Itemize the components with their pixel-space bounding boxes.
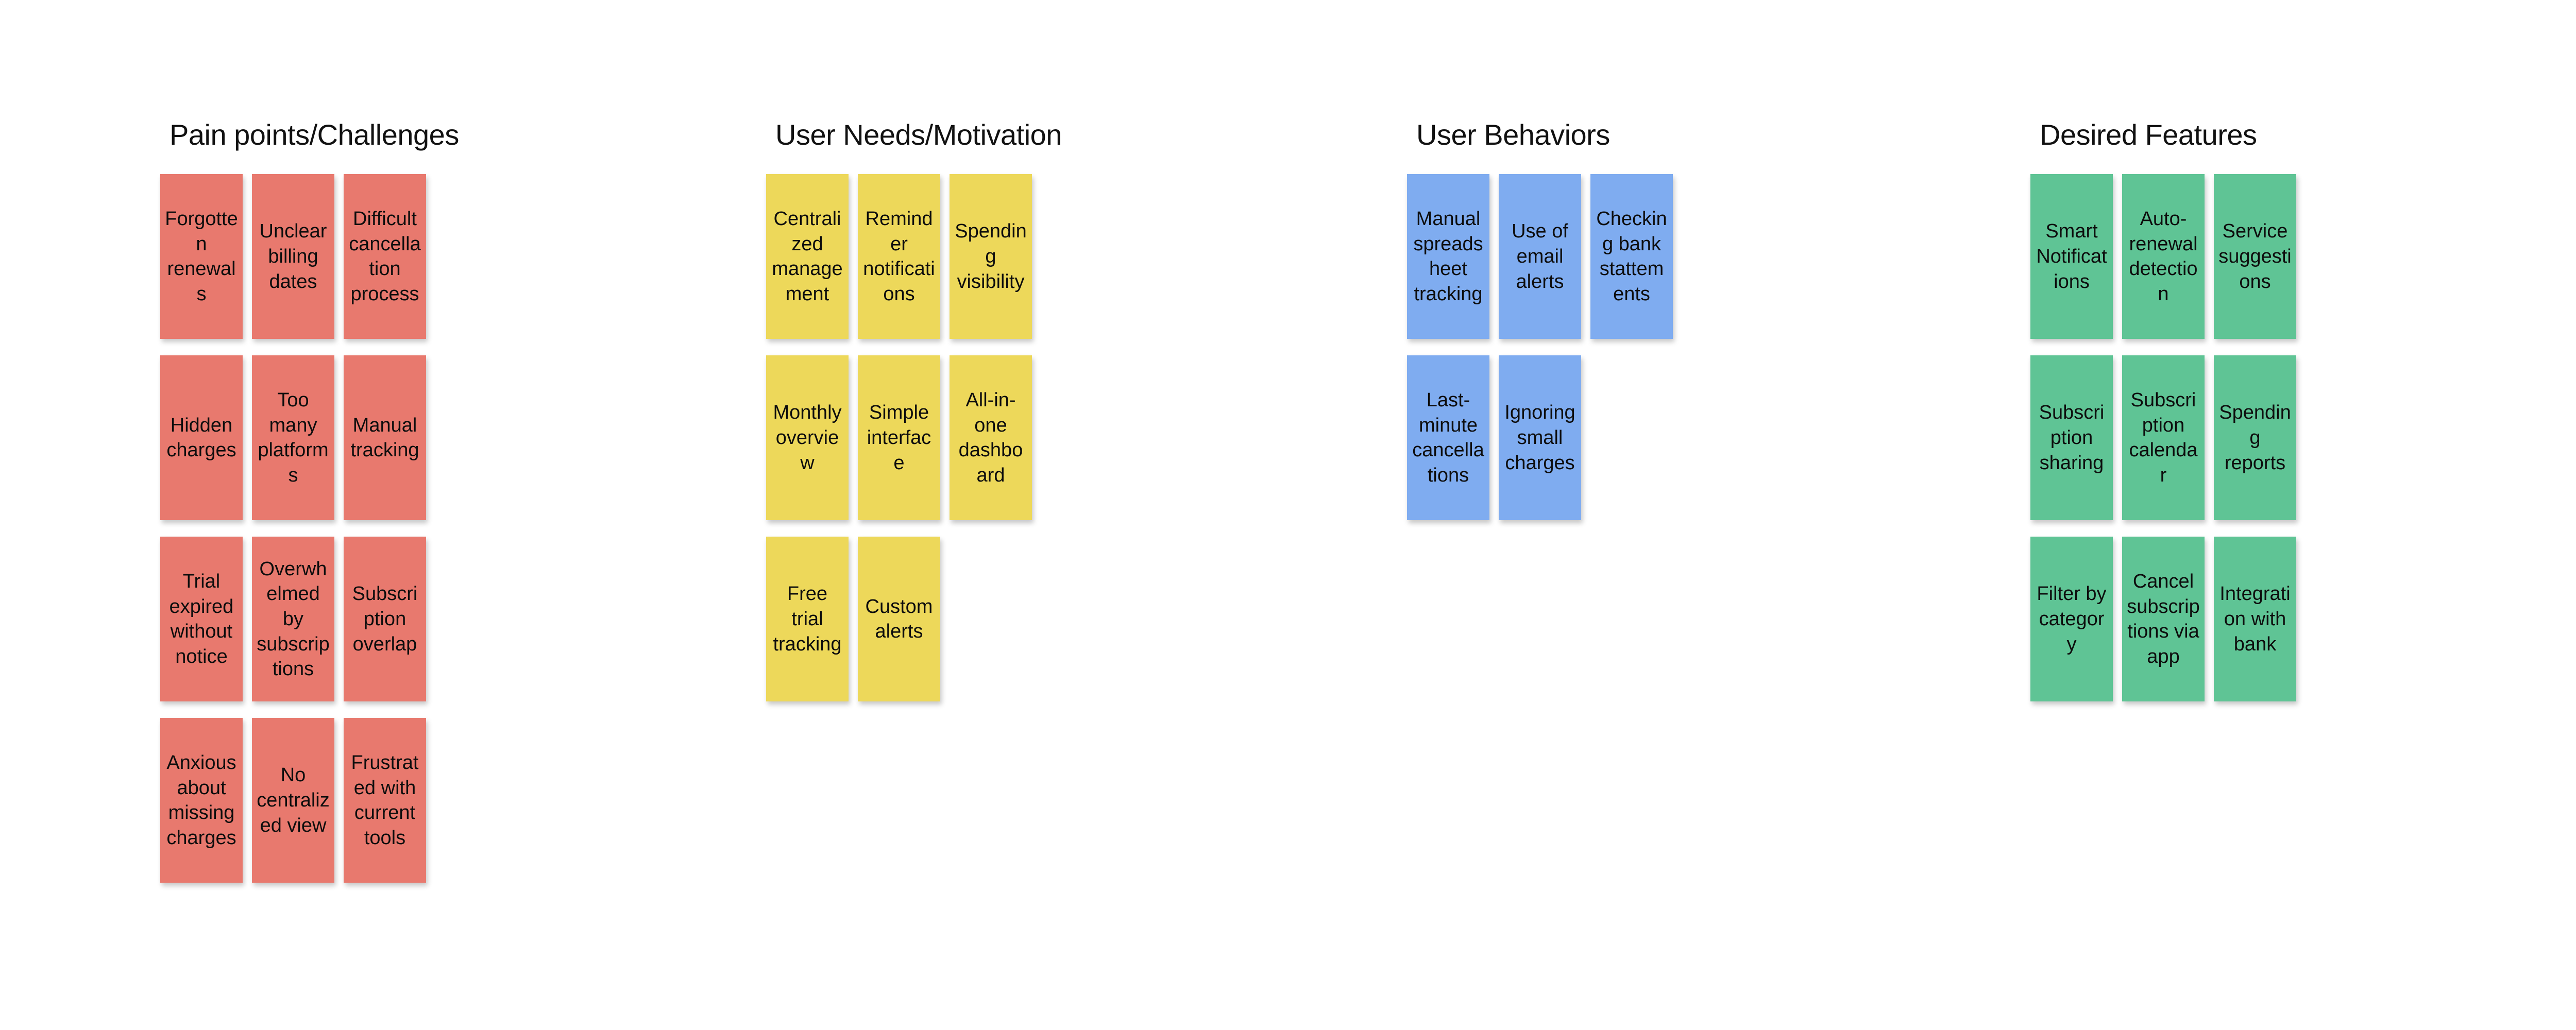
sticky-note[interactable]: Spending visibility <box>950 174 1032 339</box>
sticky-note-label: Auto-renewal detection <box>2129 208 2198 305</box>
sticky-note-label: Free trial tracking <box>773 583 842 655</box>
sticky-note-label: Smart Notifications <box>2036 220 2107 293</box>
sticky-note-label: Monthly overview <box>773 402 842 474</box>
column-desired-features: Desired Features Smart Notifications Auto… <box>2030 118 2296 702</box>
sticky-note[interactable]: Checking bank stattements <box>1590 174 1673 339</box>
sticky-note-label: Anxious about missing charges <box>166 752 236 849</box>
sticky-note-label: Spending visibility <box>955 220 1027 293</box>
sticky-note[interactable]: No centralized view <box>252 718 334 883</box>
sticky-note[interactable]: Manual spreadsheet tracking <box>1407 174 1489 339</box>
sticky-note[interactable]: Overwhelmed by subscriptions <box>252 537 334 702</box>
sticky-note-label: Frustrated with current tools <box>351 752 419 849</box>
sticky-note[interactable]: Subscription calendar <box>2122 355 2205 521</box>
sticky-note-label: Simple interface <box>867 402 931 474</box>
sticky-note[interactable]: Unclear billing dates <box>252 174 334 339</box>
sticky-note-label: Cancel subscriptions via app <box>2127 571 2200 668</box>
sticky-note-label: Service suggestions <box>2218 220 2292 293</box>
column-title-desired-features: Desired Features <box>2040 118 2257 151</box>
sticky-note[interactable]: Spending reports <box>2214 355 2296 521</box>
sticky-note[interactable]: Last-minute cancellations <box>1407 355 1489 521</box>
sticky-note-label: Centralized management <box>772 208 843 305</box>
sticky-note-label: Spending reports <box>2219 402 2291 474</box>
sticky-note-label: Custom alerts <box>865 595 933 643</box>
sticky-note-label: Subscription calendar <box>2129 389 2198 487</box>
sticky-note-label: Subscription sharing <box>2039 402 2105 474</box>
sticky-note[interactable]: Free trial tracking <box>766 537 849 702</box>
sticky-note-label: Reminder notifications <box>863 208 935 305</box>
sticky-note-label: Difficult cancellation process <box>349 208 421 305</box>
sticky-note[interactable]: Filter by category <box>2030 537 2113 702</box>
sticky-note-label: Last-minute cancellations <box>1412 389 1484 487</box>
sticky-note-label: Filter by category <box>2037 583 2107 655</box>
sticky-note[interactable]: Custom alerts <box>858 537 940 702</box>
sticky-note[interactable]: Too many platforms <box>252 355 334 521</box>
sticky-note-label: Checking bank stattements <box>1596 208 1667 305</box>
sticky-note[interactable]: Smart Notifications <box>2030 174 2113 339</box>
sticky-note[interactable]: Cancel subscriptions via app <box>2122 537 2205 702</box>
sticky-note-label: No centralized view <box>257 764 330 836</box>
sticky-note[interactable]: Forgotten renewals <box>160 174 243 339</box>
card-grid-user-behaviors: Manual spreadsheet tracking Use of email … <box>1407 174 1673 521</box>
sticky-note[interactable]: Anxious about missing charges <box>160 718 243 883</box>
sticky-note[interactable]: Hidden charges <box>160 355 243 521</box>
sticky-note[interactable]: Integration with bank <box>2214 537 2296 702</box>
column-pain-points: Pain points/Challenges Forgotten renewal… <box>160 118 459 883</box>
sticky-note[interactable]: Centralized management <box>766 174 849 339</box>
column-title-user-needs: User Needs/Motivation <box>775 118 1062 151</box>
sticky-note[interactable]: Monthly overview <box>766 355 849 521</box>
sticky-note[interactable]: Auto-renewal detection <box>2122 174 2205 339</box>
card-grid-user-needs: Centralized management Reminder notificat… <box>766 174 1062 702</box>
sticky-note[interactable]: Service suggestions <box>2214 174 2296 339</box>
card-grid-pain-points: Forgotten renewals Unclear billing dates D… <box>160 174 459 883</box>
sticky-note-label: All-in-one dashboard <box>958 389 1023 487</box>
sticky-note[interactable]: Trial expired without notice <box>160 537 243 702</box>
sticky-note[interactable]: Manual tracking <box>344 355 426 521</box>
sticky-note-label: Hidden charges <box>166 414 236 461</box>
sticky-note[interactable]: Frustrated with current tools <box>344 718 426 883</box>
sticky-note[interactable]: Subscription overlap <box>344 537 426 702</box>
sticky-note[interactable]: Reminder notifications <box>858 174 940 339</box>
column-user-needs: User Needs/Motivation Centralized manage… <box>766 118 1062 702</box>
sticky-note-label: Forgotten renewals <box>165 208 238 305</box>
sticky-note-label: Trial expired without notice <box>169 571 234 668</box>
sticky-note-label: Too many platforms <box>258 389 329 487</box>
sticky-note[interactable]: All-in-one dashboard <box>950 355 1032 521</box>
sticky-note[interactable]: Use of email alerts <box>1499 174 1581 339</box>
column-user-behaviors: User Behaviors Manual spreadsheet tracki… <box>1407 118 1673 521</box>
sticky-note[interactable]: Simple interface <box>858 355 940 521</box>
sticky-note-label: Manual tracking <box>350 414 419 461</box>
card-grid-desired-features: Smart Notifications Auto-renewal detectio… <box>2030 174 2296 702</box>
sticky-note-label: Unclear billing dates <box>259 220 327 293</box>
sticky-note[interactable]: Difficult cancellation process <box>344 174 426 339</box>
sticky-note-label: Integration with bank <box>2219 583 2291 655</box>
sticky-note[interactable]: Ignoring small charges <box>1499 355 1581 521</box>
column-title-user-behaviors: User Behaviors <box>1416 118 1610 151</box>
sticky-note-label: Overwhelmed by subscriptions <box>257 558 330 680</box>
sticky-note[interactable]: Subscription sharing <box>2030 355 2113 521</box>
sticky-note-label: Subscription overlap <box>352 583 418 655</box>
sticky-note-label: Ignoring small charges <box>1504 402 1575 474</box>
sticky-note-label: Use of email alerts <box>1512 220 1568 293</box>
sticky-note-label: Manual spreadsheet tracking <box>1413 208 1483 305</box>
column-title-pain-points: Pain points/Challenges <box>170 118 459 151</box>
